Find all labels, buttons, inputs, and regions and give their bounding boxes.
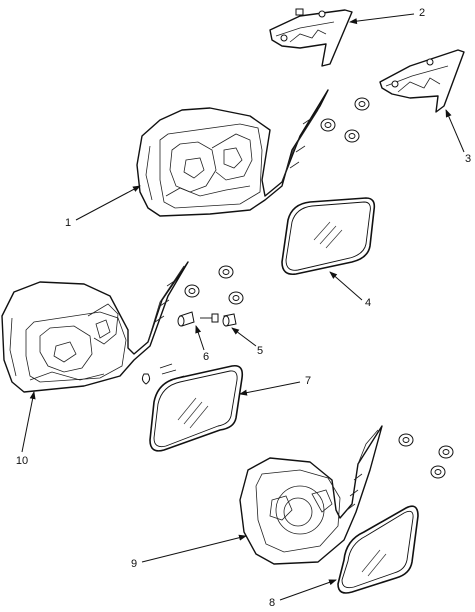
leader-1 xyxy=(75,185,141,221)
retaining-nut-low-1 xyxy=(398,433,414,447)
retaining-nut-mid-1 xyxy=(218,265,234,279)
leader-lines xyxy=(21,13,465,601)
callout-1: 1 xyxy=(65,217,71,229)
trim-bracket-lower xyxy=(379,49,465,113)
leader-10 xyxy=(21,391,36,453)
mounting-bolts xyxy=(141,363,185,385)
callout-8: 8 xyxy=(269,597,275,609)
trim-bracket-upper xyxy=(269,8,353,67)
mirror-housing-lower xyxy=(239,425,383,565)
leader-8 xyxy=(279,579,337,601)
retaining-nut-top-3 xyxy=(344,129,360,143)
callout-9: 9 xyxy=(131,558,137,570)
callout-10: 10 xyxy=(16,455,28,467)
callout-6: 6 xyxy=(203,351,209,363)
leader-9 xyxy=(141,534,247,563)
callout-4: 4 xyxy=(365,297,371,309)
leader-4 xyxy=(329,271,363,301)
mirror-housing-upper xyxy=(136,89,329,217)
leader-5 xyxy=(231,327,257,347)
retaining-nut-mid-2 xyxy=(184,284,200,298)
mounting-cap xyxy=(222,313,237,327)
callout-7: 7 xyxy=(305,375,311,387)
callout-3: 3 xyxy=(465,153,471,165)
retaining-nut-mid-3 xyxy=(228,291,244,305)
mirror-glass-upper xyxy=(281,197,376,276)
retaining-nut-top-1 xyxy=(354,97,370,111)
callout-5: 5 xyxy=(257,345,263,357)
leader-3 xyxy=(445,109,465,153)
mirror-glass-middle xyxy=(149,364,244,452)
leader-2 xyxy=(349,13,415,25)
mounting-screw xyxy=(200,313,219,323)
mirror-glass-lower xyxy=(337,505,419,594)
leader-7 xyxy=(239,381,301,396)
retaining-nut-top-2 xyxy=(320,118,336,132)
mirror-housing-middle xyxy=(1,261,189,393)
leader-6 xyxy=(195,325,205,351)
retaining-nut-low-3 xyxy=(430,465,446,479)
retaining-nut-low-2 xyxy=(438,445,454,459)
callout-2: 2 xyxy=(419,7,425,19)
mounting-clip xyxy=(177,311,195,327)
